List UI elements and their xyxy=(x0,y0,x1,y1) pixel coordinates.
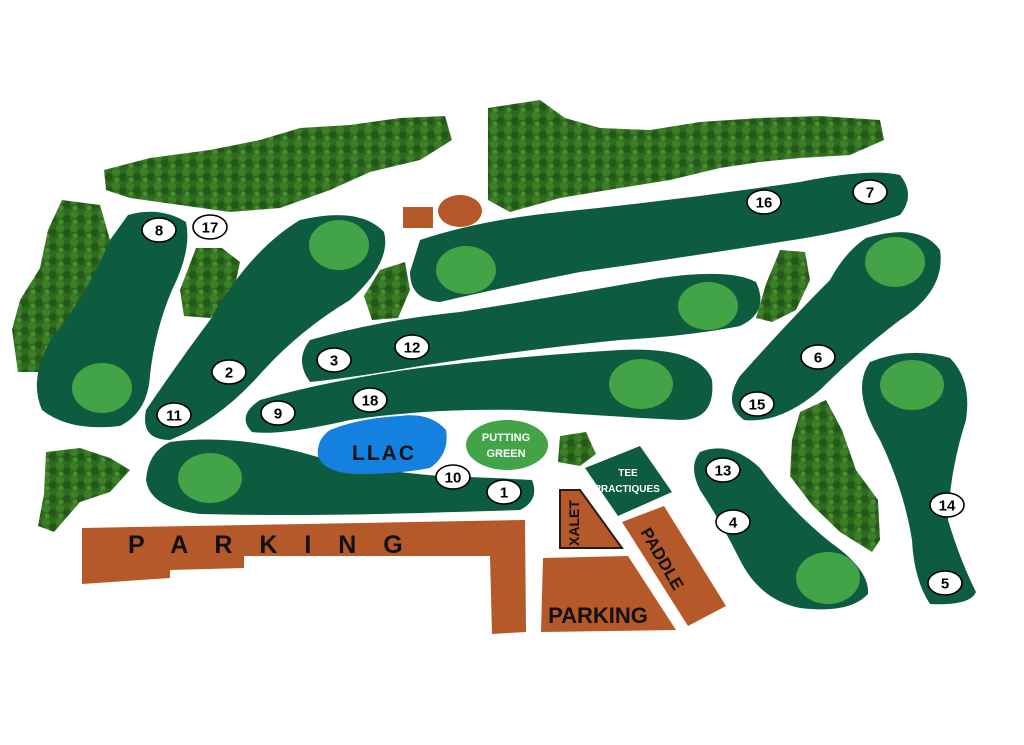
hole-markers: 1 2 3 4 5 6 7 8 9 10 11 12 13 14 15 16 1… xyxy=(141,179,965,596)
lake: LLAC xyxy=(317,415,447,474)
xalet-label: XALET xyxy=(566,500,582,546)
tee-practiques-label-line2: PRACTIQUES xyxy=(594,484,660,495)
green-hole-6 xyxy=(865,237,925,287)
putting-green-label-line1: PUTTING xyxy=(482,432,530,444)
svg-text:4: 4 xyxy=(729,515,738,532)
hole-marker-8[interactable]: 8 xyxy=(141,217,177,243)
green-hole-4 xyxy=(796,552,860,604)
tree-cluster-top-right xyxy=(488,100,884,212)
small-building xyxy=(403,207,433,228)
fairway-2-11 xyxy=(145,215,386,440)
green-hole-14 xyxy=(880,360,944,410)
svg-text:2: 2 xyxy=(225,365,233,382)
green-hole-7 xyxy=(436,246,496,294)
green-hole-8 xyxy=(72,363,132,413)
hole-marker-5[interactable]: 5 xyxy=(927,570,963,596)
hole-marker-4[interactable]: 4 xyxy=(715,509,751,535)
svg-text:8: 8 xyxy=(155,223,163,240)
tree-cluster-small-3 xyxy=(756,250,810,322)
tree-cluster-top-left xyxy=(104,116,452,212)
hole-marker-10[interactable]: 10 xyxy=(435,464,471,490)
svg-text:7: 7 xyxy=(866,185,874,202)
hole-marker-15[interactable]: 15 xyxy=(739,391,775,417)
svg-text:6: 6 xyxy=(814,350,822,367)
parking-main-label: P A R K I N G xyxy=(128,531,413,559)
svg-text:9: 9 xyxy=(274,406,282,423)
green-hole-2 xyxy=(309,220,369,270)
svg-text:15: 15 xyxy=(749,397,766,414)
parking-main: P A R K I N G xyxy=(82,520,526,634)
tree-cluster-right xyxy=(790,400,880,552)
hole-marker-9[interactable]: 9 xyxy=(260,400,296,426)
putting-green: PUTTING GREEN xyxy=(466,420,548,470)
parking-small-label: PARKING xyxy=(548,603,648,628)
tree-cluster-small-4 xyxy=(558,432,596,466)
hole-marker-13[interactable]: 13 xyxy=(705,457,741,483)
svg-text:17: 17 xyxy=(202,220,219,237)
hole-marker-14[interactable]: 14 xyxy=(929,492,965,518)
hole-marker-18[interactable]: 18 xyxy=(352,387,388,413)
green-hole-3 xyxy=(678,282,738,330)
hole-marker-6[interactable]: 6 xyxy=(800,344,836,370)
svg-text:11: 11 xyxy=(166,408,182,425)
fairway-1-10 xyxy=(146,439,535,515)
lake-label: LLAC xyxy=(352,442,416,465)
tree-clusters xyxy=(12,100,884,552)
hole-marker-12[interactable]: 12 xyxy=(394,334,430,360)
hole-marker-7[interactable]: 7 xyxy=(852,179,888,205)
svg-text:18: 18 xyxy=(362,393,379,410)
green-hole-1 xyxy=(178,453,242,503)
hole-marker-11[interactable]: 11 xyxy=(156,402,192,428)
fairway-14-5 xyxy=(862,352,976,605)
fairway-9-18 xyxy=(245,349,713,433)
tree-cluster-bottom-left xyxy=(38,448,130,532)
fairway-7-16 xyxy=(410,172,908,302)
putting-green-label-line2: GREEN xyxy=(486,448,525,460)
svg-text:13: 13 xyxy=(715,463,732,480)
green-hole-9 xyxy=(609,359,673,409)
hole-marker-3[interactable]: 3 xyxy=(316,347,352,373)
tee-practiques: TEE PRACTIQUES xyxy=(585,446,672,516)
xalet: XALET xyxy=(559,489,624,549)
parking-small: PARKING xyxy=(541,556,676,632)
hole-marker-17[interactable]: 17 xyxy=(192,214,228,240)
svg-text:5: 5 xyxy=(941,576,949,593)
fairway-8-17 xyxy=(36,211,188,428)
tee-practiques-label-line1: TEE xyxy=(618,468,638,479)
svg-text:16: 16 xyxy=(756,195,773,212)
svg-text:1: 1 xyxy=(500,485,508,502)
tree-cluster-left xyxy=(12,200,110,372)
hole-marker-16[interactable]: 16 xyxy=(746,189,782,215)
svg-text:12: 12 xyxy=(404,340,421,357)
round-building xyxy=(438,195,482,227)
tree-cluster-small-2 xyxy=(364,262,410,320)
hole-marker-1[interactable]: 1 xyxy=(486,479,522,505)
fairways xyxy=(36,172,976,610)
hole-marker-2[interactable]: 2 xyxy=(211,359,247,385)
greens xyxy=(72,220,944,604)
svg-text:10: 10 xyxy=(445,470,462,487)
svg-text:3: 3 xyxy=(330,353,338,370)
svg-text:14: 14 xyxy=(939,498,956,515)
